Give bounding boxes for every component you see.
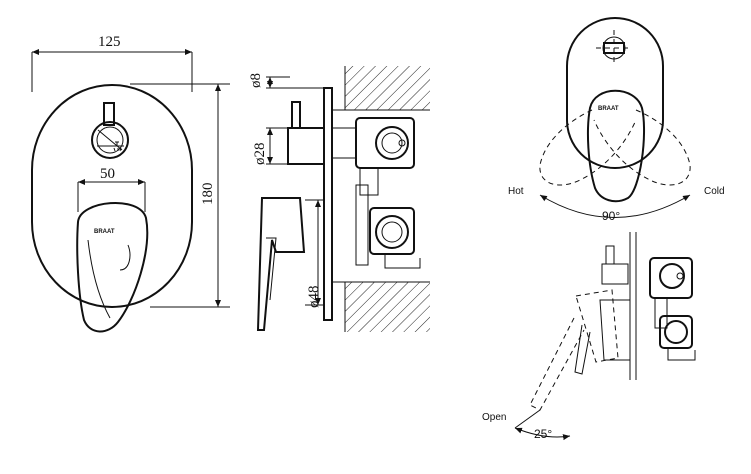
cold-label: Cold xyxy=(704,186,725,197)
lever-side-profile xyxy=(256,197,306,331)
valve-body-upper xyxy=(331,117,415,196)
lever-top: BRAAT xyxy=(586,89,645,203)
open-view: Open 25° xyxy=(482,232,696,441)
lever-base-dimension: ø48 xyxy=(305,199,325,309)
knob-body xyxy=(287,127,325,165)
rotation-view: BRAAT Hot Cold 90° xyxy=(508,17,725,223)
cover-plate-top xyxy=(566,17,664,169)
plate-edge xyxy=(323,87,333,321)
lever-handle: BRAAT xyxy=(76,201,149,333)
rotation-angle-label: 90° xyxy=(602,209,620,223)
spindle xyxy=(291,101,301,129)
lever-base-dim-label: ø48 xyxy=(306,286,322,309)
height-dimension: 180 xyxy=(130,83,230,308)
handle-dim-label: ø28 xyxy=(252,143,268,166)
spindle-dimension: ø8 xyxy=(248,73,332,89)
diverter-knob xyxy=(91,102,129,159)
hot-label: Hot xyxy=(508,186,524,197)
knob-dimension: ø28 xyxy=(252,127,290,166)
width-dim-label: 125 xyxy=(98,34,121,50)
lever-open-position xyxy=(529,289,631,411)
side-view: ø8 ø28 xyxy=(248,66,430,332)
shower-icon xyxy=(113,141,122,152)
valve-body-lower xyxy=(355,184,421,269)
diverter-knob-top xyxy=(596,30,632,66)
width-dimension: 125 xyxy=(31,34,193,92)
open-angle-arc xyxy=(514,427,571,441)
brand-logo-top: BRAAT xyxy=(598,106,619,112)
brand-logo: BRAAT xyxy=(94,229,115,235)
wall-hatch-top xyxy=(345,66,430,110)
open-angle-label: 25° xyxy=(534,427,552,441)
wall-hatch-bottom xyxy=(345,282,430,332)
front-view: 125 180 50 xyxy=(31,34,230,333)
lever-hot-position xyxy=(539,109,637,186)
rotation-arc xyxy=(539,194,691,218)
valve-body-open-view xyxy=(601,245,696,361)
open-label: Open xyxy=(482,412,506,423)
spindle-dim-label: ø8 xyxy=(248,73,264,88)
cover-plate xyxy=(31,84,193,308)
lever-dim-label: 50 xyxy=(100,166,115,182)
lever-cold-position xyxy=(593,109,691,186)
height-dim-label: 180 xyxy=(200,183,216,206)
lever-width-dimension: 50 xyxy=(77,166,146,212)
